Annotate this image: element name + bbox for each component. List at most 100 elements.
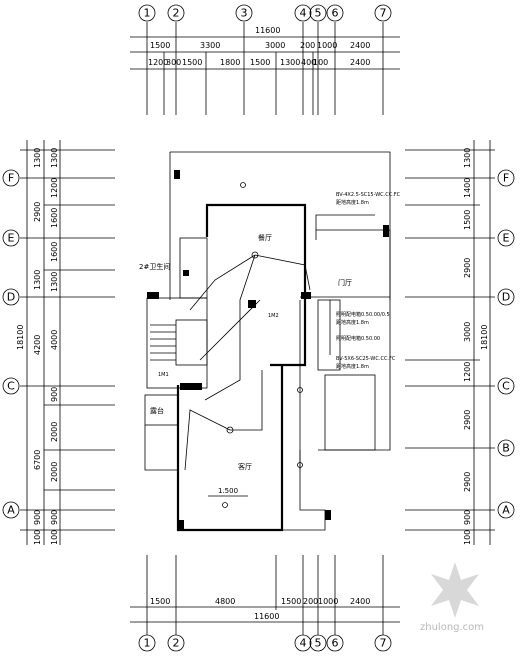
bottom-dim-6: 2400 bbox=[350, 597, 370, 606]
bottom-dimension-text: 1500 4800 1500 200 1000 2400 11600 bbox=[150, 597, 370, 621]
bottom-axis-bubbles: 1 2 4 5 6 7 bbox=[138, 634, 392, 652]
left-dimension-lines bbox=[20, 140, 115, 545]
left-inner-2: 1200 bbox=[50, 178, 59, 198]
left-axis-D: D bbox=[7, 291, 15, 304]
top-axis-2: 2 bbox=[173, 7, 180, 20]
left-dim-5: 6700 bbox=[33, 450, 42, 470]
left-dim-3: 1300 bbox=[33, 270, 42, 290]
bottom-axis-6: 6 bbox=[332, 637, 339, 650]
left-axis-C: C bbox=[7, 380, 15, 393]
top-dim-5: 1000 bbox=[317, 41, 337, 50]
left-inner-7: 900 bbox=[50, 387, 59, 402]
left-inner-5: 1300 bbox=[50, 272, 59, 292]
left-inner-4: 1600 bbox=[50, 242, 59, 262]
bottom-total-dim: 11600 bbox=[254, 612, 279, 621]
left-dim-7: 100 bbox=[33, 530, 42, 545]
left-inner-6: 4000 bbox=[50, 330, 59, 350]
left-inner-3: 1600 bbox=[50, 208, 59, 228]
right-dim-10: 100 bbox=[463, 530, 472, 545]
top-dimension-lines bbox=[130, 22, 400, 115]
right-axis-F: F bbox=[503, 172, 509, 185]
top-axis-1: 1 bbox=[144, 7, 151, 20]
top-dim2-1: 1200 bbox=[148, 58, 168, 67]
bottom-axis-1: 1 bbox=[144, 637, 151, 650]
top-axis-bubbles: 1 2 3 4 5 6 7 bbox=[138, 4, 392, 22]
right-dim-2: 1400 bbox=[463, 178, 472, 198]
note-panel-1b: 距地高度1.8m bbox=[336, 319, 369, 326]
note-circuit-1b: 距地高度1.8m bbox=[336, 199, 369, 206]
left-axis-E: E bbox=[8, 232, 15, 245]
right-axis-D: D bbox=[502, 291, 510, 304]
level-mark: 1.500 bbox=[218, 487, 238, 495]
right-axis-E: E bbox=[503, 232, 510, 245]
mark-1m2: 1M2 bbox=[268, 313, 279, 319]
right-axis-C: C bbox=[502, 380, 510, 393]
right-total-dim: 18100 bbox=[480, 325, 489, 350]
top-dim2-7: 400 bbox=[301, 58, 316, 67]
top-total-dim: 11600 bbox=[255, 26, 280, 35]
watermark-logo bbox=[431, 562, 479, 618]
bottom-axis-7: 7 bbox=[380, 637, 387, 650]
left-inner-11: 100 bbox=[50, 530, 59, 545]
top-axis-5: 5 bbox=[315, 7, 322, 20]
bottom-dim-1: 1500 bbox=[150, 597, 170, 606]
right-axis-B: B bbox=[502, 442, 510, 455]
left-dim-2: 2900 bbox=[33, 202, 42, 222]
bottom-axis-4: 4 bbox=[300, 637, 307, 650]
bottom-dim-3: 1500 bbox=[281, 597, 301, 606]
top-dim-3: 3000 bbox=[265, 41, 285, 50]
bottom-axis-5: 5 bbox=[315, 637, 322, 650]
top-dim-1: 1500 bbox=[150, 41, 170, 50]
top-dim2-8: 100 bbox=[313, 58, 328, 67]
left-inner-10: 900 bbox=[50, 510, 59, 525]
right-dim-7: 2900 bbox=[463, 410, 472, 430]
top-dim2-5: 1500 bbox=[250, 58, 270, 67]
watermark-text: zhulong.com bbox=[420, 622, 484, 633]
room-entry: 门厅 bbox=[338, 278, 352, 287]
left-inner-9: 2000 bbox=[50, 462, 59, 482]
right-dim-6: 1200 bbox=[463, 362, 472, 382]
left-total-dim: 18100 bbox=[16, 325, 25, 350]
left-axis-F: F bbox=[8, 172, 14, 185]
note-panel-2: 照明配电箱0.50.00 bbox=[336, 335, 380, 342]
top-axis-3: 3 bbox=[241, 7, 248, 20]
top-axis-4: 4 bbox=[300, 7, 307, 20]
top-dim-6: 2400 bbox=[350, 41, 370, 50]
right-dimension-lines bbox=[405, 140, 495, 545]
top-dim-2: 3300 bbox=[200, 41, 220, 50]
top-dim2-4: 1800 bbox=[220, 58, 240, 67]
room-living: 客厅 bbox=[238, 462, 252, 471]
right-dim-5: 3000 bbox=[463, 322, 472, 342]
bottom-dim-4: 200 bbox=[303, 597, 318, 606]
room-restaurant: 餐厅 bbox=[258, 233, 272, 242]
right-dim-4: 2900 bbox=[463, 258, 472, 278]
top-dim2-9: 2400 bbox=[350, 58, 370, 67]
note-circuit-2: BV-5X6-SC25-WC.CC.FC bbox=[336, 356, 396, 362]
right-axis-bubbles: F E D C B A bbox=[497, 169, 515, 519]
stair-note: 2#卫生间 bbox=[139, 262, 170, 271]
bottom-dim-2: 4800 bbox=[215, 597, 235, 606]
top-dim2-2: 300 bbox=[166, 58, 181, 67]
note-circuit-1: BV-4X2.5-SC15-WC.CC.FC bbox=[336, 192, 401, 198]
top-dim2-3: 1500 bbox=[182, 58, 202, 67]
right-dim-9: 900 bbox=[463, 510, 472, 525]
top-axis-6: 6 bbox=[332, 7, 339, 20]
left-dim-4: 4200 bbox=[33, 335, 42, 355]
left-inner-1: 1300 bbox=[50, 148, 59, 168]
bottom-axis-2: 2 bbox=[173, 637, 180, 650]
note-panel-1: 照明配电箱0.50.00/0.5 bbox=[336, 311, 390, 318]
room-terrace: 露台 bbox=[150, 406, 164, 415]
bottom-dimension-lines bbox=[130, 555, 400, 635]
top-dim-4: 200 bbox=[300, 41, 315, 50]
left-axis-bubbles: F E D C A bbox=[2, 169, 20, 519]
left-dimension-text: 1300 2900 1300 4200 6700 900 100 18100 1… bbox=[16, 148, 59, 545]
right-dim-1: 1300 bbox=[463, 148, 472, 168]
left-dim-1: 1300 bbox=[33, 148, 42, 168]
bottom-dim-5: 1000 bbox=[318, 597, 338, 606]
top-axis-7: 7 bbox=[380, 7, 387, 20]
left-dim-6: 900 bbox=[33, 510, 42, 525]
note-circuit-2b: 距地高度1.8m bbox=[336, 363, 369, 370]
top-dim2-6: 1300 bbox=[280, 58, 300, 67]
building-walls bbox=[144, 151, 391, 532]
